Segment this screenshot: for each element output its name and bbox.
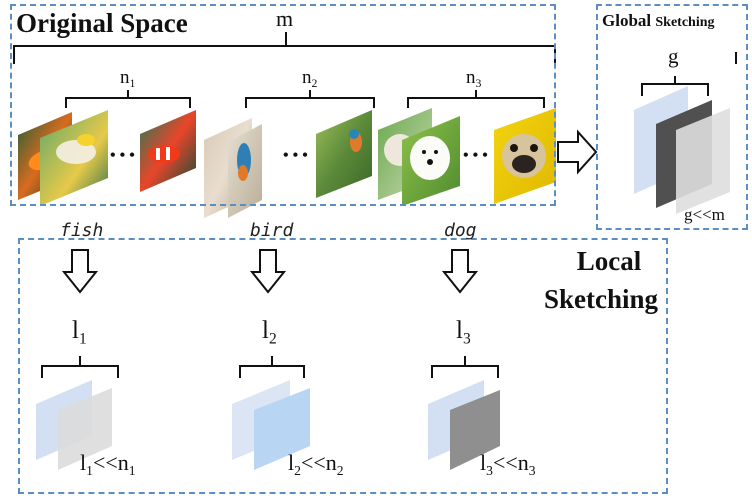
category-dog: dog bbox=[444, 220, 477, 241]
local-sketching-title-line1: Local bbox=[576, 246, 642, 276]
local-relation-1: l1<<n1 bbox=[80, 450, 136, 478]
global-relation: g<<m bbox=[684, 205, 725, 224]
bracket-n3 bbox=[407, 90, 545, 108]
arrow-down-dog bbox=[441, 249, 479, 294]
bird-images bbox=[204, 110, 372, 218]
original-space-title: Original Space bbox=[16, 8, 188, 38]
bracket-l1 bbox=[41, 356, 119, 378]
bracket-n1 bbox=[65, 90, 191, 108]
global-sketching-box bbox=[596, 4, 748, 230]
n1-label: n1 bbox=[120, 67, 136, 91]
category-fish: fish bbox=[60, 220, 104, 241]
l2-label: l2 bbox=[262, 317, 277, 348]
local-sketching-title-line2: Sketching bbox=[544, 284, 659, 314]
category-bird: bird bbox=[250, 220, 294, 241]
arrow-down-fish bbox=[61, 249, 99, 294]
local-sheets-1 bbox=[36, 380, 112, 470]
l3-label: l3 bbox=[456, 317, 471, 348]
bracket-l2 bbox=[239, 356, 305, 378]
local-sheets-3 bbox=[428, 380, 500, 470]
local-sheets-2 bbox=[232, 380, 310, 470]
n3-label: n3 bbox=[466, 67, 482, 91]
local-relation-2: l2<<n2 bbox=[288, 450, 344, 478]
bracket-g bbox=[641, 76, 709, 96]
ellipsis-dog: • • • bbox=[463, 147, 488, 164]
original-space-box bbox=[10, 4, 556, 206]
arrow-to-global bbox=[557, 129, 598, 175]
bracket-n2 bbox=[245, 90, 375, 108]
g-label: g bbox=[668, 44, 679, 68]
local-relation-3: l3<<n3 bbox=[480, 450, 536, 478]
bracket-mask bbox=[556, 40, 746, 52]
local-sketching-box bbox=[18, 238, 668, 494]
dog-images bbox=[378, 108, 556, 206]
ellipsis-fish: • • • bbox=[110, 147, 135, 164]
global-sheet-3 bbox=[676, 108, 730, 214]
bracket-l3 bbox=[431, 356, 499, 378]
fish-images bbox=[18, 110, 196, 206]
global-sketching-title: Global Sketching bbox=[602, 11, 715, 30]
arrow-down-bird bbox=[249, 249, 287, 294]
m-label: m bbox=[276, 6, 294, 31]
n2-label: n2 bbox=[302, 67, 318, 91]
l1-label: l1 bbox=[72, 317, 87, 348]
ellipsis-bird: • • • bbox=[283, 147, 308, 164]
